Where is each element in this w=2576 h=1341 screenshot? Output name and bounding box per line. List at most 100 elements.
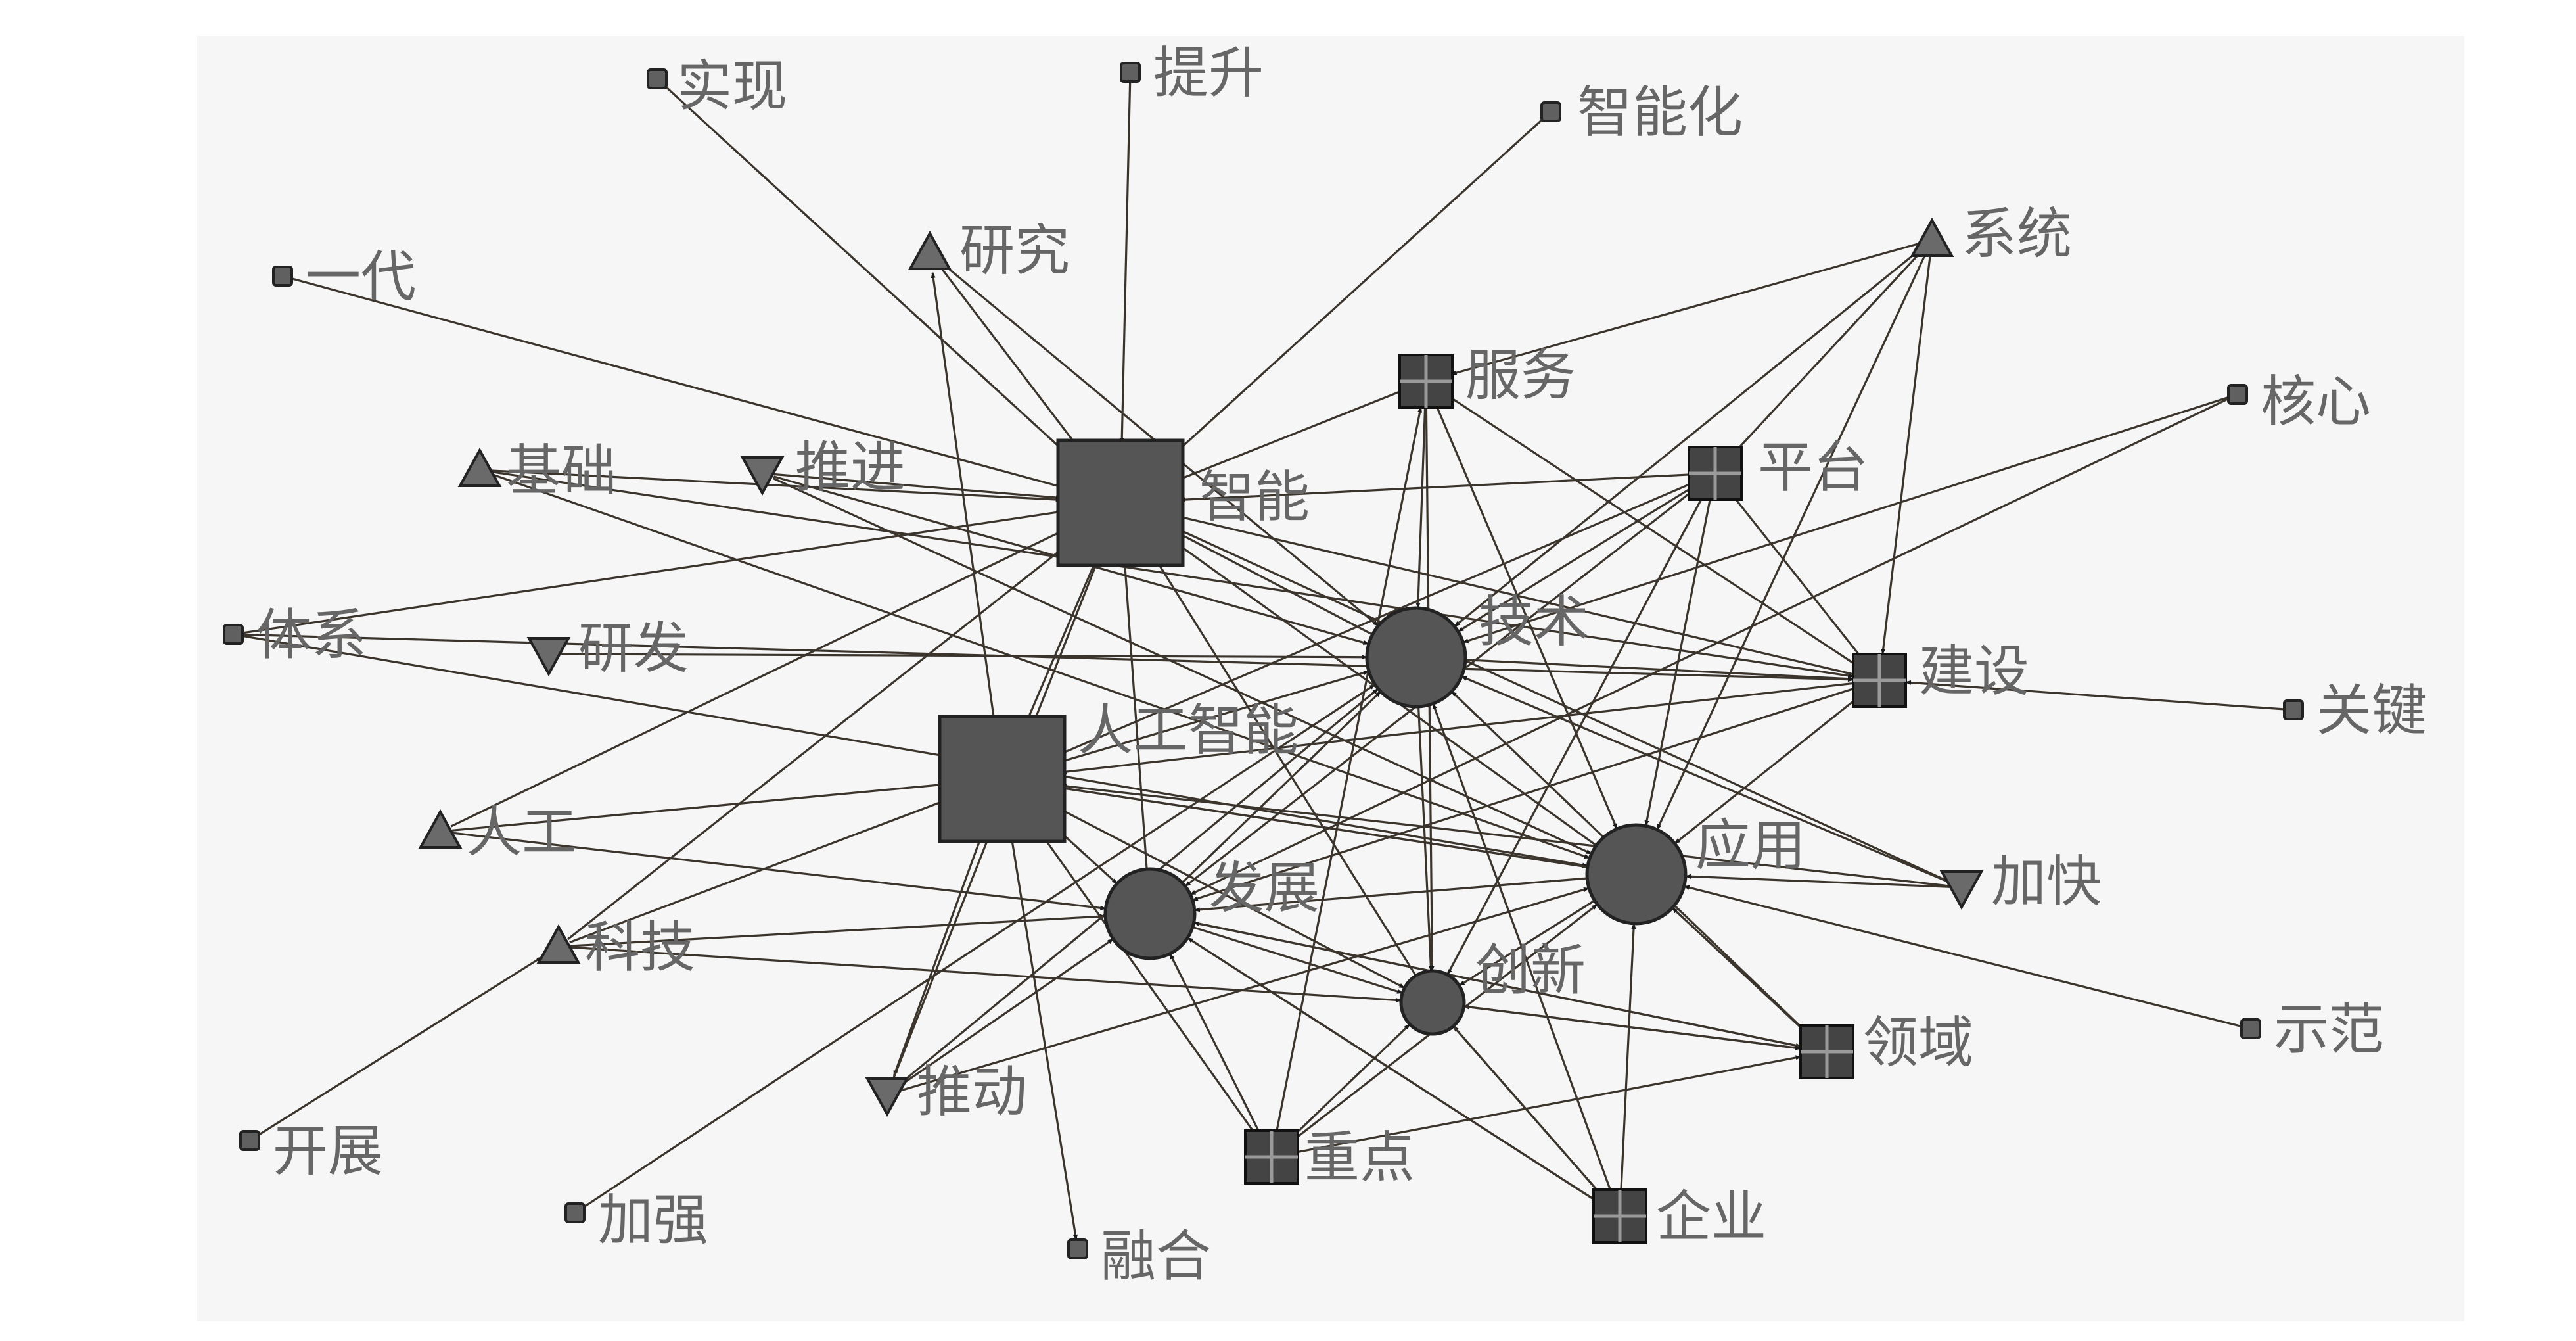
node-label-yanjiu: 研究 xyxy=(959,218,1070,283)
edge-rengong-to-rgzn xyxy=(451,782,944,832)
edge-keji-to-rgzn xyxy=(569,799,948,944)
edge-chuangxin-to-qiye xyxy=(1444,1016,1603,1197)
node-hexin xyxy=(2227,384,2248,405)
edge-lingyu-to-yingyong xyxy=(1671,906,1816,1042)
node-label-kaizhan: 开展 xyxy=(273,1119,383,1183)
edge-rengong-to-zhineng xyxy=(450,527,1068,828)
edge-guanjian-to-jianshe xyxy=(1905,680,2288,711)
node-label-rengong: 人工 xyxy=(467,800,577,864)
edge-jichu-to-zhineng xyxy=(491,469,1062,502)
node-ronghe xyxy=(1067,1238,1088,1259)
node-label-chuangxin: 创新 xyxy=(1475,938,1586,1002)
node-label-lingyu: 领域 xyxy=(1863,1010,1973,1075)
edge-yingyong-to-chuangxin xyxy=(1458,889,1612,987)
edge-shixian-to-zhineng xyxy=(660,82,1078,464)
edge-fuwu-to-jianshe xyxy=(1438,388,1858,667)
edge-jishu-to-jianshe xyxy=(1445,657,1854,682)
edge-jichu-to-yingyong xyxy=(490,473,1591,859)
edge-hexin-to-jishu xyxy=(1462,395,2233,644)
node-jiakuai xyxy=(1939,870,1984,910)
node-yanjiu xyxy=(908,230,952,270)
edge-jichu-to-jianshe xyxy=(491,471,1854,678)
edge-xitong-to-jishu xyxy=(1454,247,1924,628)
edge-yingyong-to-fazhan xyxy=(1193,876,1607,912)
node-zhongdian xyxy=(1244,1129,1299,1185)
nodes-layer xyxy=(223,62,2304,1259)
edge-tisheng-to-zhineng xyxy=(1119,78,1132,444)
node-chuangxin xyxy=(1399,969,1466,1036)
edge-tixi-to-zhineng xyxy=(239,509,1063,635)
edge-xitong-to-pingtai xyxy=(1732,248,1925,455)
node-label-jishu: 技术 xyxy=(1479,590,1589,654)
edge-pingtai-to-chuangxin xyxy=(1446,486,1709,976)
node-fazhan xyxy=(1103,867,1197,960)
node-label-yidai: 一代 xyxy=(306,245,416,309)
edge-yanjiu-to-zhineng xyxy=(936,262,1086,457)
edge-pingtai-to-zhineng xyxy=(1179,473,1700,502)
edge-fuwu-to-zhineng xyxy=(1175,386,1412,482)
edge-tuidong-to-yingyong xyxy=(898,887,1590,1093)
edge-rengong-to-fazhan xyxy=(451,832,1107,910)
node-label-tisheng: 提升 xyxy=(1153,41,1264,105)
edge-zhongdian-to-lingyu xyxy=(1287,1055,1802,1156)
edge-kaizhan-to-keji xyxy=(254,956,543,1139)
edge-rgzn-to-zhineng xyxy=(1015,557,1098,747)
edge-hexin-to-fazhan xyxy=(1189,396,2234,896)
node-label-shifan: 示范 xyxy=(2274,997,2384,1062)
labels-layer: 智能人工智能技术应用发展创新服务平台建设领域重点企业研究基础人工科技系统推进研发… xyxy=(256,41,2427,1288)
node-label-yanfa: 研发 xyxy=(578,616,689,680)
node-label-jianshe: 建设 xyxy=(1919,639,2029,703)
edges-layer xyxy=(239,78,2288,1241)
node-tisheng xyxy=(1120,62,1141,83)
node-jianshe xyxy=(1852,653,1907,708)
edge-pingtai-to-jianshe xyxy=(1724,484,1864,661)
edge-jiaqiang-to-jishu xyxy=(579,683,1376,1211)
edge-tuidong-to-fazhan xyxy=(896,938,1114,1089)
edge-fazhan-to-jishu xyxy=(1168,690,1382,896)
node-qiye xyxy=(1592,1188,1647,1244)
edge-jianshe-to-yingyong xyxy=(1674,689,1868,845)
edge-qiye-to-fazhan xyxy=(1187,937,1607,1209)
edge-jianshe-to-rgzn xyxy=(1060,681,1864,774)
node-label-fuwu: 服务 xyxy=(1465,343,1576,408)
node-label-tixi: 体系 xyxy=(256,603,367,667)
node-tuijin xyxy=(740,456,785,496)
edge-tixi-to-yingyong xyxy=(239,634,1588,868)
node-label-shixian: 实现 xyxy=(677,54,787,118)
edge-yingyong-to-rgzn xyxy=(1060,786,1607,871)
diagram-background xyxy=(197,36,2464,1321)
node-zhinenghua xyxy=(1540,101,1561,122)
node-label-fazhan: 发展 xyxy=(1209,856,1320,920)
node-label-tuidong: 推动 xyxy=(917,1060,1027,1124)
edge-tuijin-to-zhineng xyxy=(773,473,1062,500)
edge-jiakuai-to-jishu xyxy=(1461,675,1952,884)
node-label-qiye: 企业 xyxy=(1656,1185,1766,1249)
node-label-hexin: 核心 xyxy=(2261,369,2371,434)
node-jishu xyxy=(1365,606,1467,709)
edge-xitong-to-fuwu xyxy=(1450,242,1921,375)
edge-yidai-to-zhineng xyxy=(287,276,1064,488)
edge-fazhan-to-zhineng xyxy=(1122,561,1149,887)
edge-tuijin-to-yingyong xyxy=(772,477,1592,855)
node-shifan xyxy=(2240,1018,2261,1039)
edge-zhinenghua-to-zhineng xyxy=(1163,114,1548,464)
edge-zhongdian-to-rgzn xyxy=(1036,826,1264,1145)
node-tixi xyxy=(223,624,244,645)
node-label-zhongdian: 重点 xyxy=(1304,1125,1415,1190)
node-rgzn xyxy=(938,715,1067,843)
edge-jiakuai-to-yingyong xyxy=(1685,874,1950,888)
node-yidai xyxy=(272,266,293,287)
node-label-xitong: 系统 xyxy=(1962,202,2072,266)
node-fuwu xyxy=(1398,354,1454,409)
edge-jishu-to-chuangxin xyxy=(1416,686,1433,972)
node-shixian xyxy=(647,68,668,89)
edge-zhongdian-to-fazhan xyxy=(1168,953,1266,1144)
node-label-zhineng: 智能 xyxy=(1199,465,1310,529)
node-label-jiaqiang: 加强 xyxy=(598,1188,708,1252)
edge-keji-to-chuangxin xyxy=(570,946,1402,1003)
node-tuidong xyxy=(865,1077,909,1118)
node-label-zhinenghua: 智能化 xyxy=(1577,80,1743,145)
edge-jianshe-to-fazhan xyxy=(1191,684,1865,901)
node-label-jiakuai: 加快 xyxy=(1991,849,2102,914)
